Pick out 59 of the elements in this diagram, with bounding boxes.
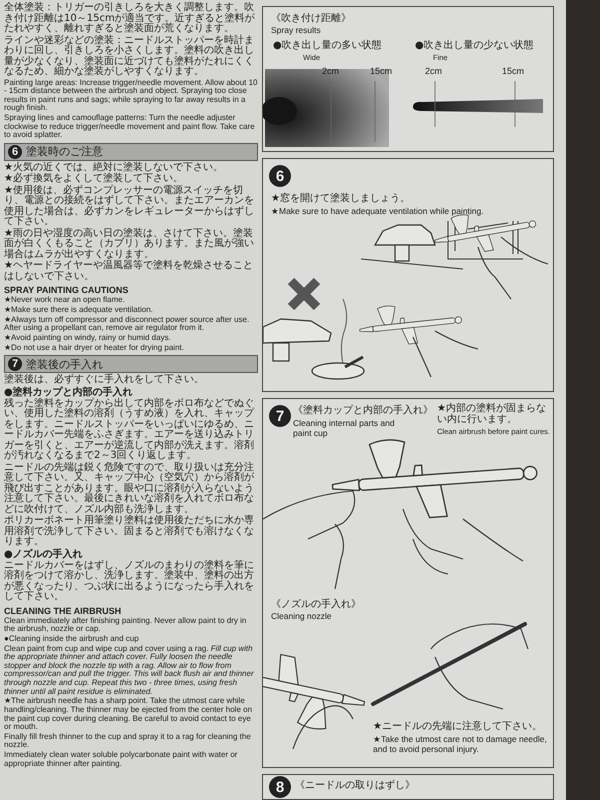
section-heading: 塗装後の手入れ [26,356,103,372]
instruction-panel [262,158,554,392]
step-number: 7 [269,405,291,427]
instruction-text: ★Make sure there is adequate ventilation. [4,306,154,315]
caption-text: ●吹き出し量の多い状態 [273,40,383,51]
panel-heading: 《ノズルの手入れ》 [271,599,362,610]
step-number: 7 [8,357,22,372]
instruction-text: Spraying lines and camouflage patterns: Turn the needle adjuster clockwise to reduce trigger/needle movement and paint flow. Take care to avoid splatter. [4,114,256,140]
caption-text: Spray results [271,26,322,36]
step-number: 6 [8,144,22,159]
section-band [4,355,258,374]
instruction-text: ★Avoid painting on windy, rainy or humid days. [4,334,172,342]
instruction-text: ★雨の日や湿度の高い日の塗装は、さけて下さい。塗装面が白くくもること（カブリ）あります。また風が強い場合はムラが出やすくなります。 [4,228,255,260]
instruction-text: Clean immediately after finishing painting. Never allow paint to dry in the airbrush, nozzle or cap. [4,616,248,634]
step-number: 8 [269,776,291,798]
dimension-label: 15cm [370,66,392,76]
instruction-text: 全体塗装：トリガーの引きしろを大きく調整します。吹き付け距離は10～15cmが適当です。近すぎると塗料がたれやすく、離れすぎると塗装面が荒くなります。 [4,3,256,34]
note-text: ★窓を開けて塗装しましょう。 [271,193,411,204]
instruction-text: ★使用後は、必ずコンプレッサーの電源スイッチを切り、電源との接続をはずして下さい。またエアーカンを使用した場合は、必ずカンをレギュレーターからはずして下さい。 [4,186,255,228]
instruction-text: ラインや迷彩などの塗装：ニードルストッパーを時計まわりに回し、引きしろを小さくします。塗料の吹き出し量が少なくなり、塗装面に近づけても塗料がたれにくくなるため、細かな塗装がしやすくなります。 [4,36,255,78]
caption-text: ●吹き出し量の少ない状態 [415,40,535,51]
instruction-text: ★ヘヤードライヤーや温風器等で塗料を乾燥させることはしないで下さい。 [4,261,254,282]
instruction-text: ニードルカバーをはずし、ノズルのまわりの塗料を筆に溶剤をつけて溶かし、洗浄します。塗装中、塗料の出方が悪くなったり、つぶ状に出るようになったら手入れをして下さい。 [4,560,255,603]
section-heading: CLEANING THE AIRBRUSH [4,606,122,616]
caption-text: Cleaning internal parts and paint cup [293,419,396,439]
step-number: 6 [269,165,291,187]
panel-heading: 《ニードルの取りはずし》 [295,780,416,791]
dimension-label: 2cm [425,66,442,76]
section-heading: ●塗料カップと内部の手入れ [4,386,134,398]
note-text: ★Take the utmost care not to damage needle, and to avoid personal injury. [373,735,548,755]
section-heading: SPRAY PAINTING CAUTIONS [4,285,130,296]
dimension-label: 15cm [502,66,524,76]
dimension-label: 2cm [322,66,340,76]
instruction-panel [262,6,554,152]
instruction-panel [262,774,554,800]
instruction-text: ★The airbrush needle has a sharp point. Take the utmost care while handling/cleaning. The thinner may be ejected from the center hole on the paint cup cover during cleaning. Be careful to avoid contact to eye or mouth. [4,697,254,732]
instruction-text: ★必ず換気をよくして塗装して下さい。 [4,174,184,184]
instruction-text: 残った塗料をカップから出して内部をボロ布などでぬぐい、使用した塗料の溶剤（うすめ液）を入れ、キャップをします。ニードルストッパーをいっぱいにゆるめ、ニードルカバー先端をふさぎます。エアーを送り込みトリガーを引くと、エアーが逆流して内部が洗えます。溶剤が汚れなくなるまで2～3回くり返します。 [4,398,256,462]
caption-text: Cleaning nozzle [271,612,332,622]
note-text: ★内部の塗料が固まらない内に行います。 [437,403,547,425]
instruction-text: ★Do not use a hair dryer or heater for drying paint. [4,344,185,352]
instruction-text: ポリカーボネート用筆塗り塗料は使用後ただちに水か専用溶剤で洗浄して下さい。固まると溶剤でも溶けなくなります。 [4,516,255,548]
instruction-text: ●Cleaning inside the airbrush and cup [4,634,140,644]
panel-heading: 《塗料カップと内部の手入れ》 [293,405,434,416]
instruction-text: 塗装後は、必ずすぐに手入れをして下さい。 [4,375,205,386]
instruction-text: ★Always turn off compressor and disconnect power source after use. After using a propellant can, remove air regulator from it. [4,316,250,333]
instruction-panel [262,398,554,768]
section-heading: 塗装時のご注意 [26,144,103,160]
instruction-text: ニードルの先端は鋭く危険ですので、取り扱いは充分注意して下さい。又、キャップ中心（空気穴）から溶剤が飛び出すことがあります。眼や口に溶剤が入らないよう注意して下さい。最後にきれいな溶剤を入れてボロ布などに吹付けて、ノズル内部も洗浄します。 [4,462,255,515]
note-text: ★ニードルの先端に注意して下さい。 [373,721,543,732]
instruction-text: Finally fill fresh thinner to the cup and spray it to a rag for cleaning the nozzle. [4,732,252,750]
panel-heading: 《吹き付け距離》 [271,13,352,24]
instruction-text: ★火気の近くでは、絶対に塗装しないで下さい。 [4,162,224,173]
section-heading: ●ノズルの手入れ [4,548,84,560]
instruction-text: Immediately clean water soluble polycarbonate paint with water or appropriate thinner after painting. [4,751,238,768]
section-band [4,142,258,161]
instruction-text: Clean paint from cup and wipe cup and cover using a rag. Fill cup with the appropriate thinner and attach cover. Fully loosen the needle stopper and block the nozzle tip with a rag. Allow air to flow from compressor/can and pull the trigger. This will back flush air and thinner through nozzle and cup. Repeat this two - three times, using fresh thinner until all paint residue is eliminated. [4,644,255,696]
instruction-text: ★Never work near an open flame. [4,296,126,305]
note-text: ★Make sure to have adequate ventilation while painting. [271,207,485,217]
